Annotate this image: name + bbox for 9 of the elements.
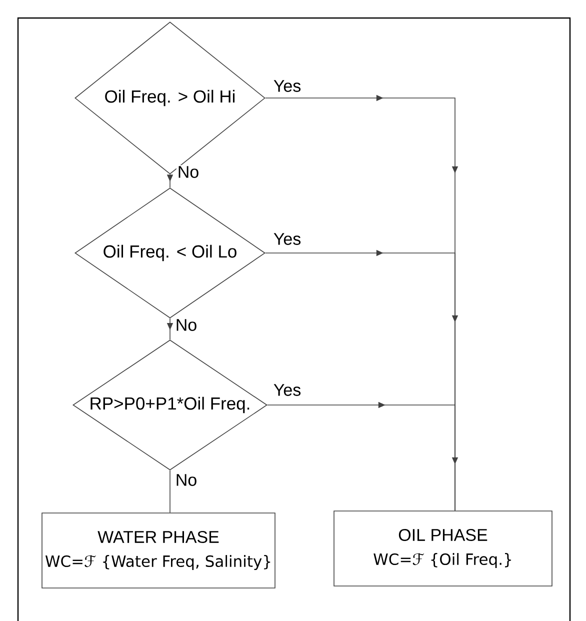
process-box: OIL PHASE WC=ℱ {Oil Freq.} bbox=[334, 510, 552, 586]
edge-label: No bbox=[174, 318, 198, 332]
edge-label: No bbox=[176, 165, 200, 179]
edge-label: No bbox=[174, 473, 198, 487]
process-box: WATER PHASE WC=ℱ {Water Freq, Salinity} bbox=[42, 512, 276, 588]
edge-label: Yes bbox=[272, 79, 302, 93]
edge-label: Yes bbox=[272, 232, 302, 246]
arrow bbox=[267, 402, 458, 511]
edge-label: Yes bbox=[272, 383, 302, 397]
